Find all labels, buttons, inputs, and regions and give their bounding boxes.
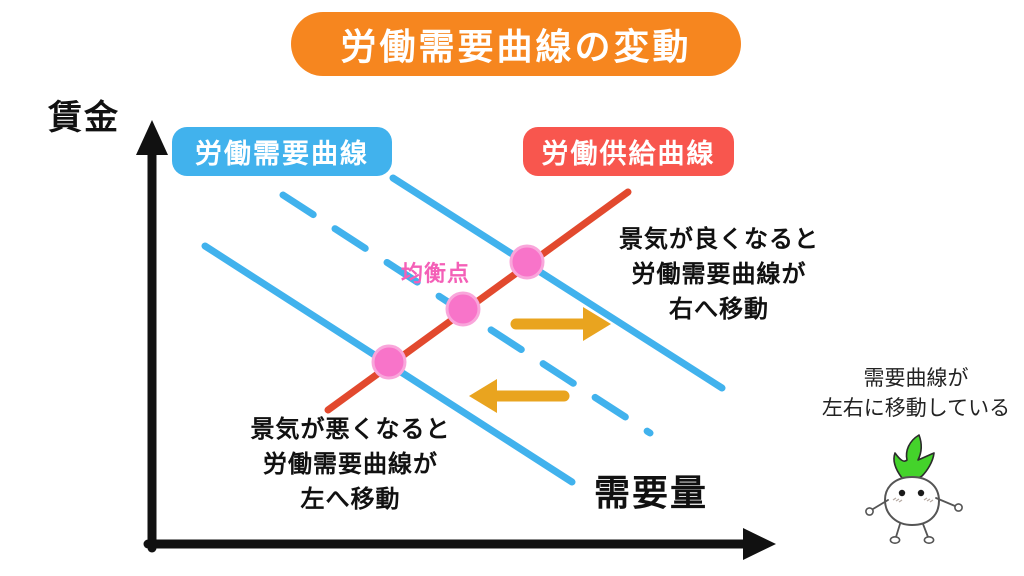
note-line: 労働需要曲線が xyxy=(631,261,807,288)
caption-line: 左右に移動している xyxy=(821,397,1011,420)
equilibrium-point-middle xyxy=(445,291,481,327)
shift-left-arrow-icon xyxy=(469,379,570,413)
x-axis-label: 需要量 xyxy=(594,472,709,513)
page-title: 労働需要曲線の変動 xyxy=(340,26,692,67)
note-left-shift: 景気が悪くなると 労働需要曲線が 左へ移動 xyxy=(243,412,458,517)
note-line: 左へ移動 xyxy=(300,486,401,513)
equilibrium-label: 均衡点 xyxy=(401,261,471,286)
x-axis-arrowhead-icon xyxy=(743,528,776,560)
shift-right-arrow-icon xyxy=(510,307,611,341)
equilibrium-point-bottom xyxy=(371,344,407,380)
demand-curve-right xyxy=(389,174,726,392)
caption-line: 需要曲線が xyxy=(863,367,969,390)
note-right-shift: 景気が良くなると 労働需要曲線が 右へ移動 xyxy=(608,222,830,327)
note-line: 景気が悪くなると xyxy=(250,416,451,443)
note-line: 景気が良くなると xyxy=(619,226,819,253)
title-banner: 労働需要曲線の変動 xyxy=(291,12,741,76)
caption-demand-moves: 需要曲線が 左右に移動している xyxy=(815,364,1017,424)
supply-curve-label: 労働供給曲線 xyxy=(523,127,734,176)
demand-curve-label: 労働需要曲線 xyxy=(172,127,392,176)
note-line: 労働需要曲線が xyxy=(263,451,438,478)
equilibrium-point-top xyxy=(509,244,545,280)
y-axis-label: 賃金 xyxy=(48,99,120,137)
note-line: 右へ移動 xyxy=(669,296,769,323)
y-axis-arrowhead-icon xyxy=(136,120,168,155)
turnip-mascot-icon xyxy=(865,434,963,545)
